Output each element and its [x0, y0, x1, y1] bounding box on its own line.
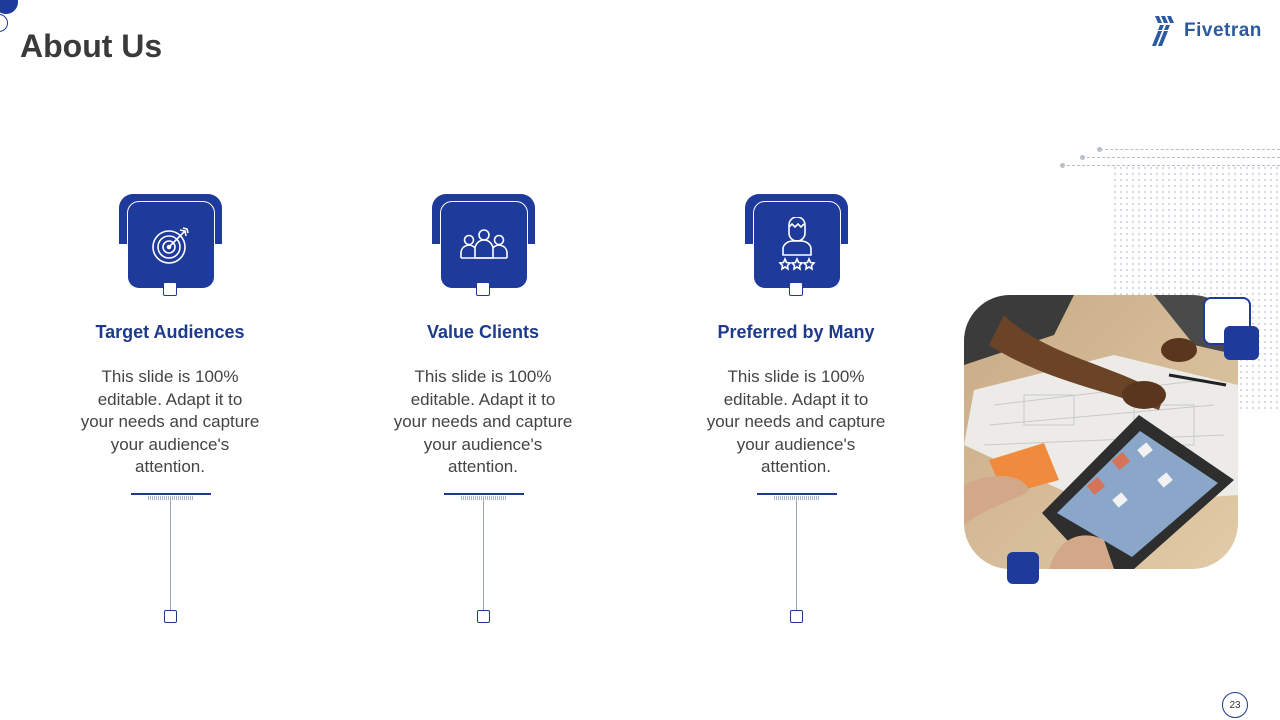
feature-heading: Value Clients [426, 322, 540, 342]
feature-card-value-clients: Value Clients This slide is 100% editabl… [383, 0, 583, 720]
feature-heading: Preferred by Many [717, 322, 875, 342]
feature-heading: Target Audiences [95, 322, 245, 342]
feature-rule [757, 493, 837, 495]
page-number-badge: 23 [1222, 692, 1248, 718]
icon-connector-dot [476, 282, 490, 296]
filled-square-decoration [1007, 552, 1039, 584]
feature-card-preferred-by-many: Preferred by Many This slide is 100% edi… [696, 0, 896, 720]
icon-connector-dot [789, 282, 803, 296]
page-title: About Us [20, 28, 163, 64]
dashed-line-dot [1060, 163, 1065, 168]
corner-dot-decoration [0, 0, 18, 14]
dashed-line-dot [1080, 155, 1085, 160]
icon-tile [753, 201, 841, 289]
team-working-photo [964, 295, 1238, 569]
corner-ring-decoration [0, 14, 8, 32]
icon-connector-dot [163, 282, 177, 296]
feature-card-target-audiences: Target Audiences This slide is 100% edit… [70, 0, 270, 720]
person-rating-icon [778, 217, 816, 271]
dashed-line-dot [1097, 147, 1102, 152]
fivetran-logo-icon [1152, 16, 1174, 46]
feature-description: This slide is 100% editable. Adapt it to… [393, 367, 573, 476]
dashed-line-decoration [1062, 165, 1280, 166]
icon-tile [440, 201, 528, 289]
brand-name: Fivetran [1184, 20, 1262, 41]
feature-stem-line [483, 498, 484, 610]
feature-stem-line [170, 498, 171, 610]
target-icon [152, 227, 189, 264]
dashed-line-decoration [1100, 149, 1280, 150]
brand-logo: Fivetran [1152, 16, 1262, 46]
feature-description: This slide is 100% editable. Adapt it to… [80, 367, 260, 476]
feature-rule [444, 493, 524, 495]
feature-description: This slide is 100% editable. Adapt it to… [706, 367, 886, 476]
feature-rule-ticks [461, 496, 507, 500]
feature-rule-ticks [774, 496, 820, 500]
filled-square-decoration [1224, 326, 1259, 360]
group-icon [460, 229, 508, 259]
feature-stem-line [796, 498, 797, 610]
feature-stem-end [790, 610, 803, 623]
feature-stem-end [477, 610, 490, 623]
feature-stem-end [164, 610, 177, 623]
icon-tile [127, 201, 215, 289]
feature-rule [131, 493, 211, 495]
feature-rule-ticks [148, 496, 194, 500]
photo-illustration [964, 295, 1238, 569]
dashed-line-decoration [1082, 157, 1280, 158]
